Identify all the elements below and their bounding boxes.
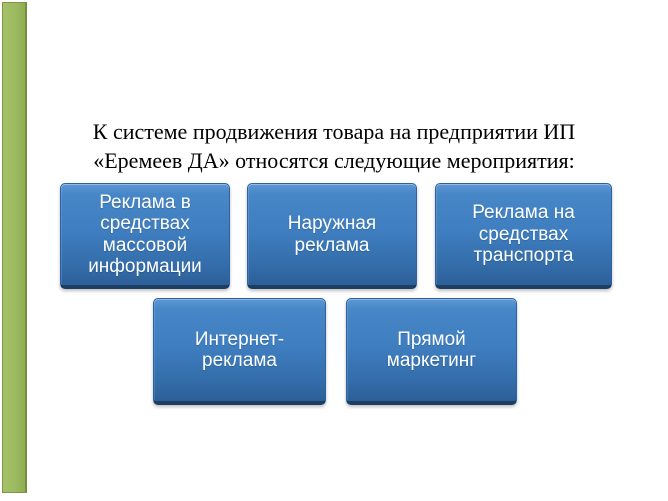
- shape-box-internet-advertising: Интернет- реклама: [153, 298, 326, 405]
- shape-box-transport-advertising: Реклама на средствах транспорта: [435, 183, 612, 289]
- slide-title: К системе продвижения товара на предприя…: [92, 119, 576, 174]
- shape-box-direct-marketing: Прямой маркетинг: [346, 298, 517, 405]
- shape-box-outdoor-advertising: Наружная реклама: [247, 183, 417, 289]
- left-accent-bar: [2, 2, 27, 493]
- shape-box-mass-media-advertising: Реклама в средствах массовой информации: [60, 183, 230, 289]
